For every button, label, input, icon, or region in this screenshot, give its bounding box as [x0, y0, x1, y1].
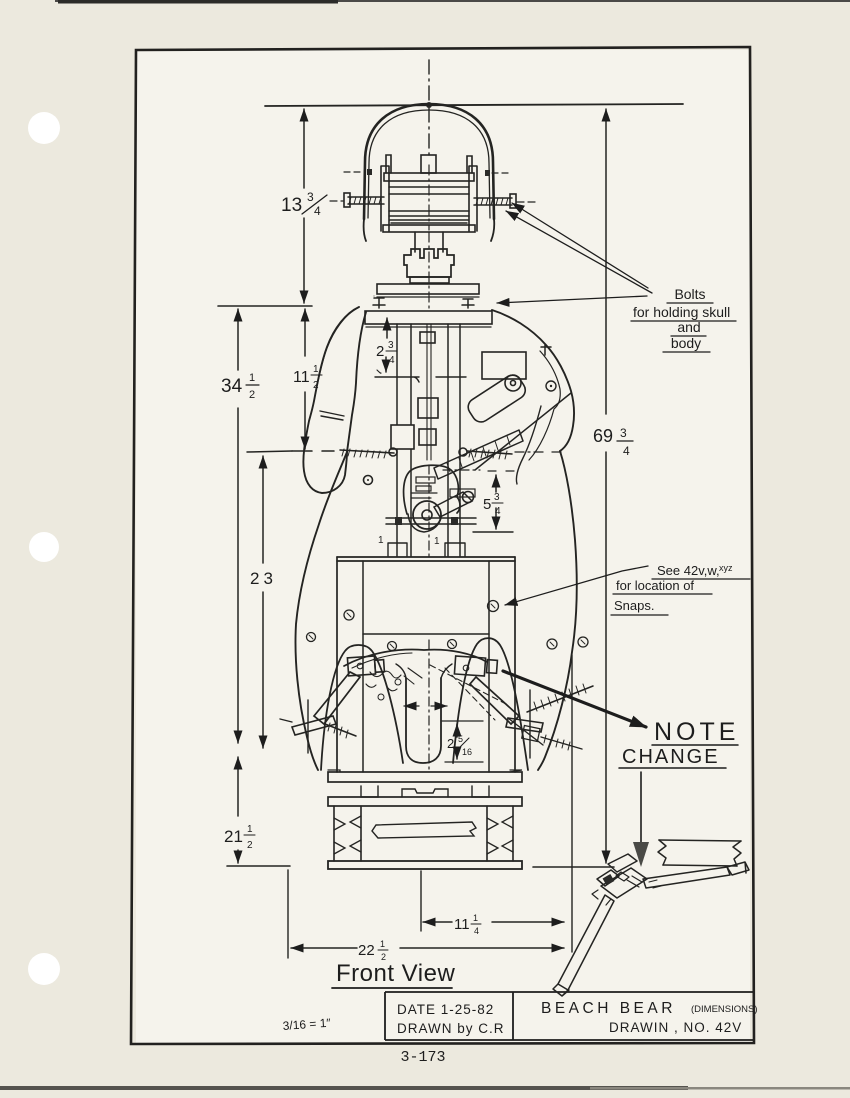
- svg-text:1: 1: [247, 824, 253, 835]
- svg-text:DATE 1-25-82: DATE 1-25-82: [397, 1002, 494, 1017]
- svg-text:for location of: for location of: [616, 578, 694, 593]
- svg-text:2: 2: [313, 380, 319, 391]
- svg-text:3: 3: [620, 426, 627, 440]
- svg-text:3: 3: [388, 340, 394, 351]
- svg-text:BEACH BEAR: BEACH BEAR: [541, 1000, 676, 1017]
- svg-text:13: 13: [281, 195, 302, 216]
- svg-text:16: 16: [462, 747, 472, 757]
- svg-text:5: 5: [458, 734, 463, 744]
- svg-text:4: 4: [474, 926, 479, 936]
- svg-text:1: 1: [378, 535, 384, 546]
- svg-text:4: 4: [389, 355, 395, 366]
- svg-text:Bolts: Bolts: [674, 286, 705, 302]
- svg-text:11: 11: [454, 916, 470, 933]
- svg-text:5: 5: [483, 496, 491, 513]
- svg-text:22: 22: [358, 942, 375, 959]
- svg-text:4: 4: [314, 204, 321, 218]
- svg-text:NOTE: NOTE: [654, 718, 739, 746]
- svg-text:11: 11: [293, 369, 310, 386]
- svg-text:69: 69: [593, 426, 613, 446]
- svg-text:1: 1: [313, 364, 319, 375]
- svg-text:2: 2: [249, 389, 255, 401]
- svg-text:CHANGE: CHANGE: [622, 746, 720, 768]
- svg-text:2: 2: [247, 840, 253, 851]
- svg-text:21: 21: [224, 827, 243, 846]
- svg-text:2: 2: [376, 343, 384, 360]
- svg-text:4: 4: [623, 444, 630, 458]
- svg-text:4: 4: [495, 506, 501, 517]
- svg-text:3-173: 3-173: [400, 1049, 445, 1066]
- svg-text:See 42v,w,: See 42v,w,: [657, 563, 720, 578]
- svg-text:1: 1: [249, 372, 255, 384]
- svg-text:3: 3: [494, 492, 500, 503]
- svg-text:xyz: xyz: [719, 563, 733, 573]
- svg-text:2: 2: [381, 952, 386, 962]
- svg-text:(DIMENSIONS): (DIMENSIONS): [691, 1004, 758, 1015]
- svg-text:for holding skull: for holding skull: [633, 304, 730, 320]
- svg-text:23: 23: [250, 569, 277, 588]
- svg-text:Front View: Front View: [336, 960, 455, 987]
- svg-text:1: 1: [473, 913, 478, 923]
- svg-text:1: 1: [380, 939, 385, 949]
- svg-text:2: 2: [447, 736, 454, 751]
- svg-text:Snaps.: Snaps.: [614, 598, 654, 613]
- svg-text:1: 1: [434, 536, 440, 547]
- svg-text:and: and: [677, 319, 700, 335]
- svg-text:DRAWN by C.R: DRAWN by C.R: [397, 1021, 505, 1036]
- svg-text:DRAWIN , NO. 42V: DRAWIN , NO. 42V: [609, 1020, 742, 1035]
- svg-text:3/16 = 1″: 3/16 = 1″: [282, 1016, 332, 1033]
- svg-text:34: 34: [221, 376, 243, 397]
- svg-text:body: body: [671, 335, 701, 351]
- svg-text:3: 3: [307, 190, 314, 204]
